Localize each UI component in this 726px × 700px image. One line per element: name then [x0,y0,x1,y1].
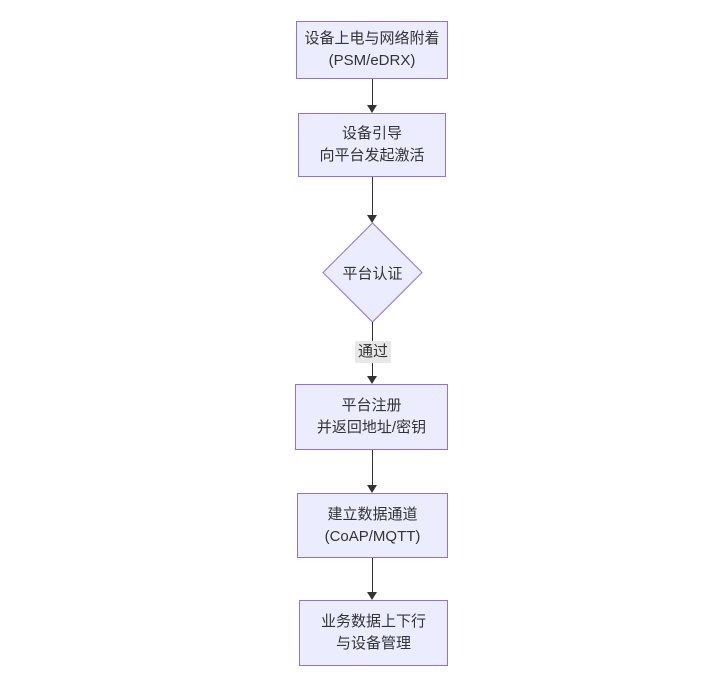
node-data-channel: 建立数据通道 (CoAP/MQTT) [297,493,448,558]
arrowhead-down-icon [367,592,377,600]
arrowhead-down-icon [367,105,377,113]
edge-label-pass: 通过 [354,341,392,363]
node-label-line: 并返回地址/密钥 [316,419,427,436]
decision-label: 平台认证 [342,265,403,282]
node-label-line: 设备上电与网络附着 [304,30,440,47]
node-label-line: 建立数据通道 [327,505,418,523]
node-label-line: 设备引导 [341,125,402,142]
node-platform-register: 平台注册 并返回地址/密钥 [295,384,448,450]
node-power-network-attach: 设备上电与网络附着 (PSM/eDRX) [296,21,448,79]
arrowhead-down-icon [367,376,377,384]
node-label-line: 平台注册 [341,397,402,414]
edge-line-register-to-channel [372,450,373,486]
decision-platform-auth: 平台认证 [322,222,423,323]
edge-line-bootstrap-to-auth [372,177,373,216]
node-label-line: (CoAP/MQTT) [324,527,421,545]
node-label-line: (PSM/eDRX) [328,52,416,69]
node-label-line: 与设备管理 [335,635,411,652]
arrowhead-down-icon [367,485,377,493]
arrowhead-down-icon [367,215,377,223]
node-label-line: 向平台发起激活 [319,147,425,164]
node-device-bootstrap: 设备引导 向平台发起激活 [298,113,446,177]
edge-line-channel-to-business [372,558,373,593]
node-business-data-mgmt: 业务数据上下行 与设备管理 [299,600,448,666]
node-label-line: 业务数据上下行 [320,613,426,630]
edge-line-power-to-bootstrap [372,79,373,106]
